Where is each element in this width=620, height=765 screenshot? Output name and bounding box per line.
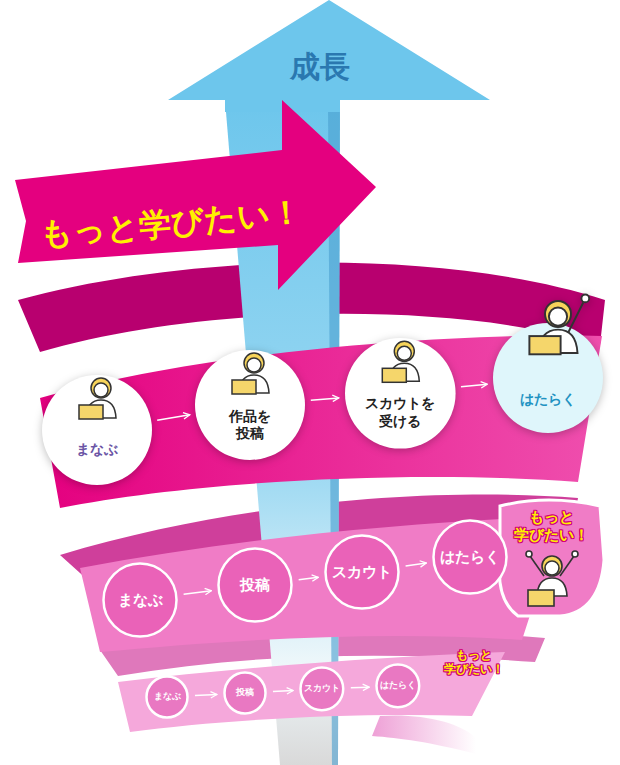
- callout-text: もっと 学びたい！: [444, 648, 504, 677]
- flow-arrow: [351, 686, 369, 688]
- flow-arrow: [299, 577, 319, 579]
- node-text: まなぶ: [76, 441, 118, 459]
- person-face: [247, 358, 261, 372]
- person-hair: [394, 341, 414, 361]
- fist: [581, 295, 589, 303]
- person-figure: [79, 378, 116, 419]
- step-circle: まなぶ: [42, 375, 152, 485]
- circle-outline: [219, 549, 292, 622]
- circle-outline: [42, 375, 152, 485]
- step-circle: 投稿: [217, 547, 293, 623]
- person-face: [94, 383, 108, 397]
- step-circle: まなぶ: [102, 562, 178, 638]
- node-text: はたらく: [520, 391, 576, 409]
- person-hair: [244, 353, 264, 373]
- circle-outline: [493, 323, 603, 433]
- circle-outline: [301, 668, 344, 711]
- node-shape: [10, 95, 382, 295]
- person-face: [549, 308, 567, 326]
- circle-outline: [104, 564, 177, 637]
- node-text: スカウト: [332, 563, 392, 582]
- circle-outline: [326, 536, 399, 609]
- circle-outline: [345, 338, 456, 449]
- step-circle: 投稿: [223, 671, 267, 715]
- person-figure: [529, 295, 589, 355]
- node-text: 作品を 投稿: [229, 408, 271, 443]
- ribbon-tail: [372, 715, 476, 754]
- callout-sticker: [499, 500, 604, 616]
- node-shape: [42, 375, 152, 485]
- circle-outline: [377, 665, 420, 708]
- step-circle: はたらく: [375, 663, 421, 709]
- circle-outline: [195, 350, 305, 460]
- circle-outline: [434, 521, 507, 594]
- node-text: スカウトを 受ける: [365, 395, 435, 430]
- step-circle: スカウト: [299, 666, 345, 712]
- person-hair: [91, 378, 111, 398]
- person-face: [397, 346, 411, 360]
- node-text: 成長: [290, 48, 350, 86]
- arrow-outline: [168, 0, 490, 112]
- flow-arrow: [157, 415, 190, 420]
- cheering-person: [526, 551, 578, 606]
- flow-arrow: [406, 563, 427, 566]
- flow-arrow: [273, 690, 293, 691]
- step-circle: はたらく: [432, 519, 508, 595]
- step-circle: はたらく: [493, 323, 603, 433]
- node-text: 投稿: [240, 576, 270, 595]
- person-figure: [232, 353, 269, 394]
- banner-arrow: もっと学びたい！: [10, 95, 382, 295]
- laptop: [232, 380, 256, 394]
- node-text: スカウト: [304, 683, 340, 694]
- step-circle: まなぶ: [145, 675, 189, 719]
- flow-arrow: [195, 694, 217, 695]
- flow-arrow: [311, 398, 339, 400]
- node-text: はたらく: [380, 680, 416, 691]
- ribbon-front-middle: [80, 516, 562, 652]
- node-shape: [195, 350, 305, 460]
- circle-outline: [225, 673, 266, 714]
- step-circle: スカウト: [324, 534, 400, 610]
- node-text: まなぶ: [118, 591, 163, 610]
- step-circle: 作品を 投稿: [195, 350, 305, 460]
- circle-outline: [147, 677, 188, 718]
- node-text: 投稿: [236, 687, 254, 698]
- laptop: [382, 368, 406, 382]
- arrow-outline: [15, 100, 376, 290]
- node-text: はたらく: [440, 548, 500, 567]
- person-hair: [545, 301, 571, 327]
- person-figure: [382, 341, 419, 382]
- flow-arrow: [461, 384, 487, 387]
- node-text: まなぶ: [154, 691, 181, 702]
- node-shape: [493, 323, 603, 433]
- laptop: [79, 405, 103, 419]
- flow-arrow: [184, 591, 212, 595]
- laptop: [529, 336, 560, 354]
- callout-text: もっと 学びたい！: [514, 508, 589, 544]
- growth-arrow: 成長: [168, 0, 490, 112]
- node-shape: [345, 338, 456, 449]
- step-circle: スカウトを 受ける: [345, 338, 456, 449]
